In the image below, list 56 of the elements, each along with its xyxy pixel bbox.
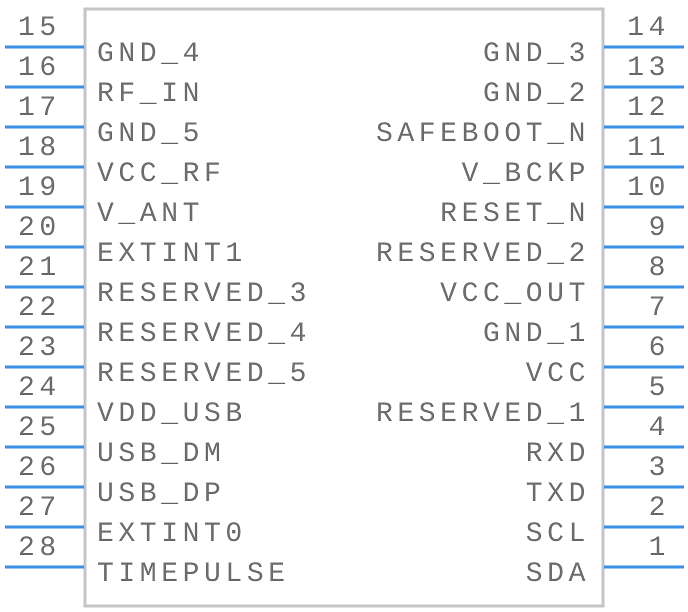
pin-label: VCC_OUT (440, 280, 590, 310)
pin-label: VCC (526, 360, 590, 390)
pin-number: 24 (18, 374, 61, 404)
pin-label: RESERVED_1 (376, 400, 590, 430)
pin-label: TIMEPULSE (97, 560, 290, 590)
pin-label: V_ANT (97, 200, 204, 230)
pin-number: 23 (18, 334, 61, 364)
pin-label: RESERVED_5 (97, 360, 312, 390)
pin-number: 8 (648, 254, 670, 284)
pin-number: 5 (648, 374, 670, 404)
pin-label: TXD (526, 480, 590, 510)
pin-number: 9 (648, 214, 670, 244)
pin-label: SDA (526, 560, 590, 590)
pin-label: USB_DM (97, 440, 226, 470)
pin-number: 7 (648, 294, 670, 324)
pin-number: 18 (18, 134, 61, 164)
pin-number: 10 (627, 174, 670, 204)
pin-label: RESERVED_2 (376, 240, 590, 270)
pin-number: 6 (648, 334, 670, 364)
pin-number: 12 (627, 94, 670, 124)
pin-number: 4 (648, 414, 670, 444)
pin-label: EXTINT0 (97, 520, 247, 550)
pin-label: USB_DP (97, 480, 226, 510)
pin-label: SCL (526, 520, 590, 550)
pin-number: 15 (18, 14, 61, 44)
pin-number: 19 (18, 174, 61, 204)
pin-number: 17 (18, 94, 61, 124)
pin-label: VCC_RF (97, 160, 226, 190)
pin-label: GND_1 (482, 320, 590, 350)
pin-label: GND_2 (482, 80, 590, 110)
pin-number: 2 (648, 494, 670, 524)
pin-number: 13 (627, 54, 670, 84)
pin-label: RESERVED_4 (97, 320, 312, 350)
pin-number: 27 (18, 494, 61, 524)
pin-label: V_BCKP (462, 160, 590, 190)
pin-label: GND_4 (97, 40, 204, 70)
pin-label: RESERVED_3 (97, 280, 312, 310)
pin-number: 20 (18, 214, 61, 244)
pin-number: 26 (18, 454, 61, 484)
pin-label: RXD (526, 440, 590, 470)
pin-label: GND_3 (482, 40, 590, 70)
pin-label: EXTINT1 (97, 240, 247, 270)
pin-label: SAFEBOOT_N (376, 120, 590, 150)
pin-number: 1 (648, 534, 670, 564)
pin-number: 16 (18, 54, 61, 84)
pin-number: 3 (648, 454, 670, 484)
pin-number: 14 (627, 14, 670, 44)
pin-number: 11 (627, 134, 670, 164)
pin-label: VDD_USB (97, 400, 247, 430)
pin-label: RESET_N (440, 200, 590, 230)
pin-number: 25 (18, 414, 61, 444)
pin-label: RF_IN (97, 80, 204, 110)
pin-number: 22 (18, 294, 61, 324)
pin-number: 21 (18, 254, 61, 284)
pin-number: 28 (18, 534, 61, 564)
pin-label: GND_5 (97, 120, 204, 150)
